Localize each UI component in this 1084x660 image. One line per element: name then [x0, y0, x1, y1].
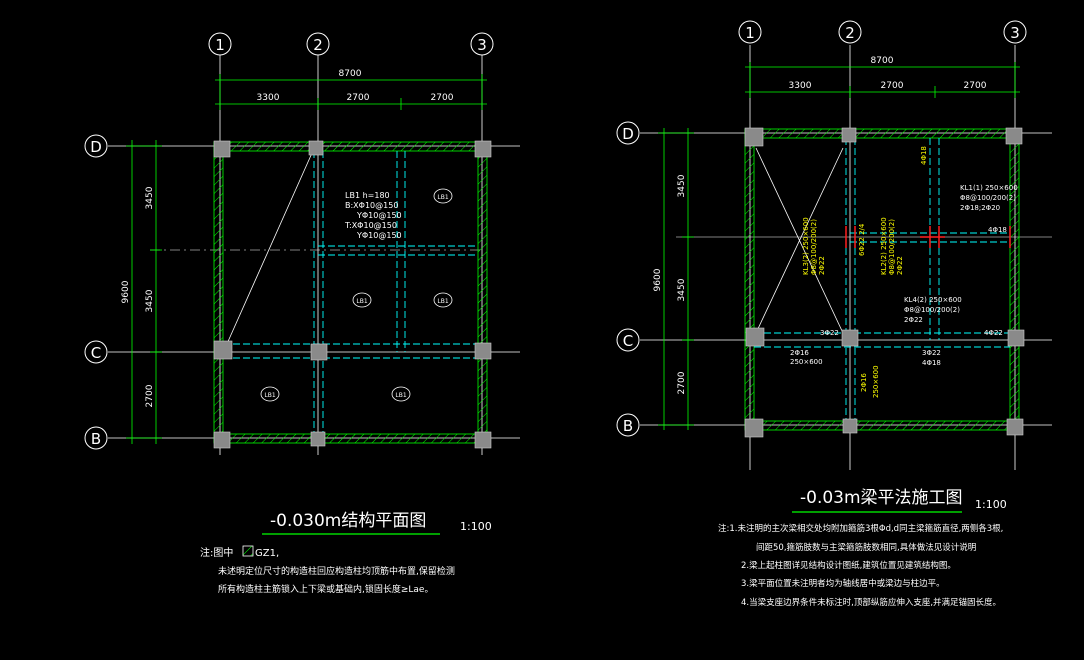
beam-label: 4Φ18 [920, 146, 928, 165]
dimension-text: 2700 [964, 81, 987, 91]
beam-label: 4Φ18 [988, 226, 1007, 234]
beam-label: KL4(2) 250×600 [904, 296, 962, 304]
beam-label: 2Φ16 [860, 373, 868, 392]
drawing-title: -0.030m结构平面图 [270, 511, 426, 531]
axis-bubble-label: 1 [745, 24, 755, 42]
axis-bubble-label: D [90, 138, 102, 156]
beam-label: 250×600 [790, 358, 823, 366]
beam-label: 2Φ22 [904, 316, 923, 324]
beam-label: 4Φ22 [984, 329, 1003, 337]
beam-label: Φ8@100/200(2) [960, 194, 1016, 202]
axis-bubble-label: 2 [845, 24, 855, 42]
legend-label: GZ1, [255, 548, 279, 559]
dimension-text: 2700 [881, 81, 904, 91]
left-structural-plan: 1 2 3 D C B 8700 3300 2700 2700 9600 345… [84, 32, 520, 595]
beam-label: 4Φ18 [922, 359, 941, 367]
dimension-text: 9600 [121, 280, 131, 303]
svg-text:B:XΦ10@150: B:XΦ10@150 [345, 201, 398, 210]
dimension-text: 3450 [145, 186, 155, 209]
slab-tag: LB1 [356, 298, 367, 305]
axis-bubble-label: C [623, 332, 633, 350]
slab-note: LB1 h=180 B:XΦ10@150 YΦ10@150 T:XΦ10@150… [344, 191, 402, 240]
beam-label: 3Φ22 [820, 329, 839, 337]
note-line: 3.梁平面位置未注明者均为轴线居中或梁边与柱边平。 [741, 578, 945, 589]
slab-tag: LB1 [264, 392, 275, 399]
dimension-text: 8700 [339, 69, 362, 79]
beam-label: Φ8@100/200(2) [810, 219, 818, 275]
beam-label: 2Φ22 [818, 256, 826, 275]
dimension-text: 3450 [145, 289, 155, 312]
axis-bubble-label: 3 [477, 36, 487, 54]
beam-label: 2Φ16 [790, 349, 809, 357]
legend-swatch [242, 545, 254, 557]
beam-label: 250×600 [872, 365, 880, 398]
rebar-mark [845, 226, 1011, 248]
slab-tag: LB1 [437, 194, 448, 201]
axis-bubble-label: B [623, 417, 633, 435]
dimension-text: 8700 [871, 56, 894, 66]
svg-text:YΦ10@150: YΦ10@150 [356, 231, 402, 240]
slab-tag: LB1 [437, 298, 448, 305]
beam-label: KL2(2) 250×600 [880, 217, 888, 275]
axis-bubble-label: B [91, 430, 101, 448]
drawing-title: -0.03m梁平法施工图 [800, 488, 963, 508]
axis-bubble-label: C [91, 344, 101, 362]
wall-outline [213, 141, 489, 444]
note-line: 注:1.未注明的主次梁相交处均附加箍筋3根Φd,d同主梁箍筋直径,两侧各3根, [718, 523, 1003, 534]
note-line: 4.当梁支座边界条件未标注时,顶部纵筋应伸入支座,并满足锚固长度。 [741, 597, 1001, 608]
note-line: 所有构造柱主筋锁入上下梁或基础内,锁固长度≥Lae。 [218, 583, 433, 595]
dimension-text: 2700 [347, 93, 370, 103]
beam-label: 3Φ22 [922, 349, 941, 357]
column-block [744, 127, 1025, 438]
beam-label: KL3(2) 250×600 [802, 217, 810, 275]
dimension-text: 2700 [145, 384, 155, 407]
axis-bubble-label: 1 [215, 36, 225, 54]
column-block [213, 140, 492, 449]
wall-outline [744, 128, 1021, 431]
slab-tag: LB1 [395, 392, 406, 399]
dimension-text: 2700 [677, 371, 687, 394]
svg-text:T:XΦ10@150: T:XΦ10@150 [344, 221, 397, 230]
right-beam-plan: 1 2 3 D C B 8700 3300 2700 2700 9600 345… [616, 20, 1052, 608]
note-heading: 注:图中 [200, 546, 233, 559]
drawing-scale: 1:100 [975, 498, 1007, 511]
axis-bubble-label: 2 [313, 36, 323, 54]
axis-bubble-label: 3 [1010, 24, 1020, 42]
svg-text:LB1 h=180: LB1 h=180 [345, 191, 390, 200]
dimension-text: 2700 [431, 93, 454, 103]
note-line: 间距50,箍筋肢数与主梁箍筋肢数相同,具体做法见设计说明 [756, 542, 976, 553]
beam-label: KL1(1) 250×600 [960, 184, 1018, 192]
dimension-text: 3450 [677, 278, 687, 301]
svg-text:YΦ10@150: YΦ10@150 [356, 211, 402, 220]
beam-label: 2Φ18;2Φ20 [960, 204, 1000, 212]
note-line: 未述明定位尺寸的构造柱回应构造柱均顶筋中布置,保留检测 [218, 565, 455, 577]
beam-label: Φ8@100/200(2) [888, 219, 896, 275]
drawing-scale: 1:100 [460, 520, 492, 533]
dimension-text: 3300 [257, 93, 280, 103]
beam-label: Φ8@100/200(2) [904, 306, 960, 314]
beam-label: 2Φ22 [896, 256, 904, 275]
dimension-text: 3450 [677, 174, 687, 197]
note-line: 2.梁上起柱图详见结构设计图纸,建筑位置见建筑结构图。 [741, 560, 956, 571]
beam-label: 6Φ22 2/4 [858, 223, 866, 256]
axis-bubble-label: D [622, 125, 634, 143]
dimension-text: 9600 [653, 268, 663, 291]
dimension-text: 3300 [789, 81, 812, 91]
